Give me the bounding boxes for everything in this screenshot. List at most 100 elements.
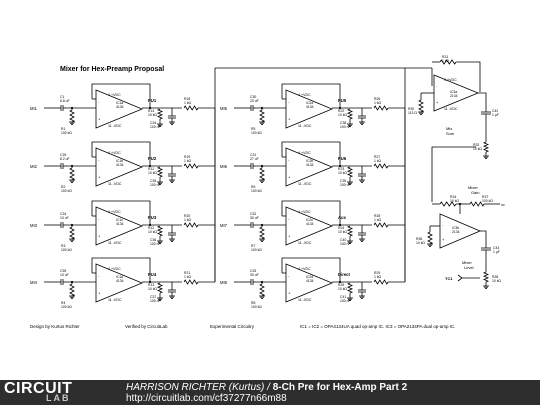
resistor-value: 10 kΩ [416, 241, 425, 245]
pot-ref: R11 [148, 167, 154, 171]
resistor-ref: R2 [61, 185, 65, 189]
bias-resistor [259, 226, 265, 240]
op-amp-plus: + [288, 290, 291, 295]
mix-resistor-ref: R27 [374, 155, 380, 159]
bias-resistor [69, 109, 75, 123]
supply-negative-label: 11 -VDC [298, 298, 312, 302]
mix-resistor-value: 1 kΩ [184, 275, 192, 279]
footer-bar: CIRCUIT LAB HARRISON RICHTER (Kurtus) / … [0, 380, 540, 405]
ic-ref: IC2c [306, 218, 313, 222]
volume-pot [346, 166, 354, 178]
resistor-ref: R6 [251, 185, 255, 189]
filter-cap-ref: C35 [150, 179, 156, 183]
gain-feedback-resistor [469, 201, 485, 207]
footer-url-link[interactable]: http://circuitlab.com/cf37277n66m88 [126, 393, 287, 404]
mix-resistor [183, 163, 199, 169]
mix-sum-label: Mix [446, 126, 452, 131]
filter-cap-value: 100 nF [340, 125, 351, 129]
pot-ref: R22 [338, 109, 344, 113]
capacitor-ref: C31 [250, 153, 256, 157]
mix-resistor-ref: R21 [184, 271, 190, 275]
junction-dot [338, 106, 342, 110]
supply-negative-label: 11 -VDC [108, 124, 122, 128]
volume-pot [346, 108, 354, 120]
pot-ref: R35 [492, 275, 498, 279]
capacitor-value: 20 uF [250, 99, 259, 103]
mix-resistor-ref: R18 [184, 97, 190, 101]
resistor-ref: R8 [251, 301, 255, 305]
pot-ref: R13 [148, 283, 154, 287]
volume-pot [156, 282, 164, 294]
mixer-level-label: Mixer [462, 260, 472, 265]
capacitor-value: 30 uF [250, 216, 259, 220]
capacitor-ref: C30 [250, 95, 256, 99]
input-op-amp [95, 263, 144, 303]
pot-ref: R23 [338, 167, 344, 171]
output-label: PU2 [148, 156, 157, 161]
mix-sum-label: Sum [446, 131, 455, 136]
ic-part: 2134 [452, 230, 460, 234]
volume-pot [156, 108, 164, 120]
mix-resistor [373, 279, 389, 285]
input-op-amp [285, 89, 334, 129]
input-label-mi1: MI1 [30, 106, 38, 111]
ic-ref: IC1a [116, 101, 123, 105]
capacitor-ref: C1 [60, 95, 64, 99]
pot-value: 10 kΩ [338, 287, 347, 291]
capacitor-value: 27 uF [250, 157, 259, 161]
pot-ref: R12 [148, 226, 154, 230]
filter-cap-ref: C37 [150, 295, 156, 299]
capacitor-value: 1 µF [492, 113, 499, 117]
input-label-mi2: MI2 [30, 164, 38, 169]
resistor-ref: R7 [251, 244, 255, 248]
ic-part: 4134 [116, 163, 124, 167]
op-amp-plus: + [98, 116, 101, 121]
bias-resistor [69, 226, 75, 240]
input-op-amp [285, 206, 334, 246]
ic-part: 4134 [306, 105, 314, 109]
resistor-value: 100 kΩ [61, 189, 72, 193]
input-op-amp [95, 89, 144, 129]
supply-positive-label: 4 +VDC [298, 210, 311, 214]
op-amp-plus: + [98, 233, 101, 238]
bias-resistor [69, 167, 75, 181]
capacitor-value: 6.8 uF [60, 99, 70, 103]
junction-dot [458, 202, 462, 206]
pot-ref: R14 [148, 109, 154, 113]
op-amp-plus: + [288, 174, 291, 179]
ic-notes: IC1 = IC2 = OPA4134UA quad op-amp IC. IC… [300, 324, 455, 329]
supply-negative-label: 11 -VDC [108, 241, 122, 245]
filter-cap-value: 100 nF [340, 183, 351, 187]
junction-dot [148, 106, 152, 110]
gain-resistor [439, 201, 457, 207]
diagram-title: Mixer for Hex-Preamp Proposal [60, 66, 164, 73]
supply-negative-label: 11 -VDC [444, 107, 458, 111]
resistor-ref: R34 [450, 195, 456, 199]
op-amp-minus: - [98, 157, 100, 162]
resistor-ref: R5 [251, 127, 255, 131]
wire [91, 200, 151, 225]
output-label: PU1 [148, 98, 157, 103]
circuitlab-logo[interactable]: CIRCUIT LAB [4, 380, 90, 404]
junction-dot [148, 223, 152, 227]
resistor-value: 100 kΩ [61, 248, 72, 252]
pot-value: 10 kΩ [148, 113, 157, 117]
filter-cap-ref: C38 [340, 121, 346, 125]
input-label-mi7: MI7 [220, 223, 228, 228]
capacitor-ref: C32 [250, 212, 256, 216]
junction-dot [338, 164, 342, 168]
capacitor-value: 8.2 uF [60, 157, 70, 161]
footer-title: HARRISON RICHTER (Kurtus) / 8-Ch Pre for… [126, 382, 407, 393]
output-label: Aux [338, 215, 347, 220]
bias-resistor [259, 167, 265, 181]
capacitor-value: 10 uF [60, 273, 69, 277]
wire [281, 83, 341, 108]
mix-resistor-value: 1 kΩ [374, 159, 382, 163]
op-amp-plus: + [436, 100, 439, 105]
mix-resistor-ref: R20 [184, 214, 190, 218]
wire [91, 83, 151, 108]
filter-cap-value: 100 nF [340, 242, 351, 246]
input-op-amp [95, 206, 144, 246]
filter-cap-value: 100 nF [150, 299, 161, 303]
pot-value: 10 kΩ [492, 279, 501, 283]
